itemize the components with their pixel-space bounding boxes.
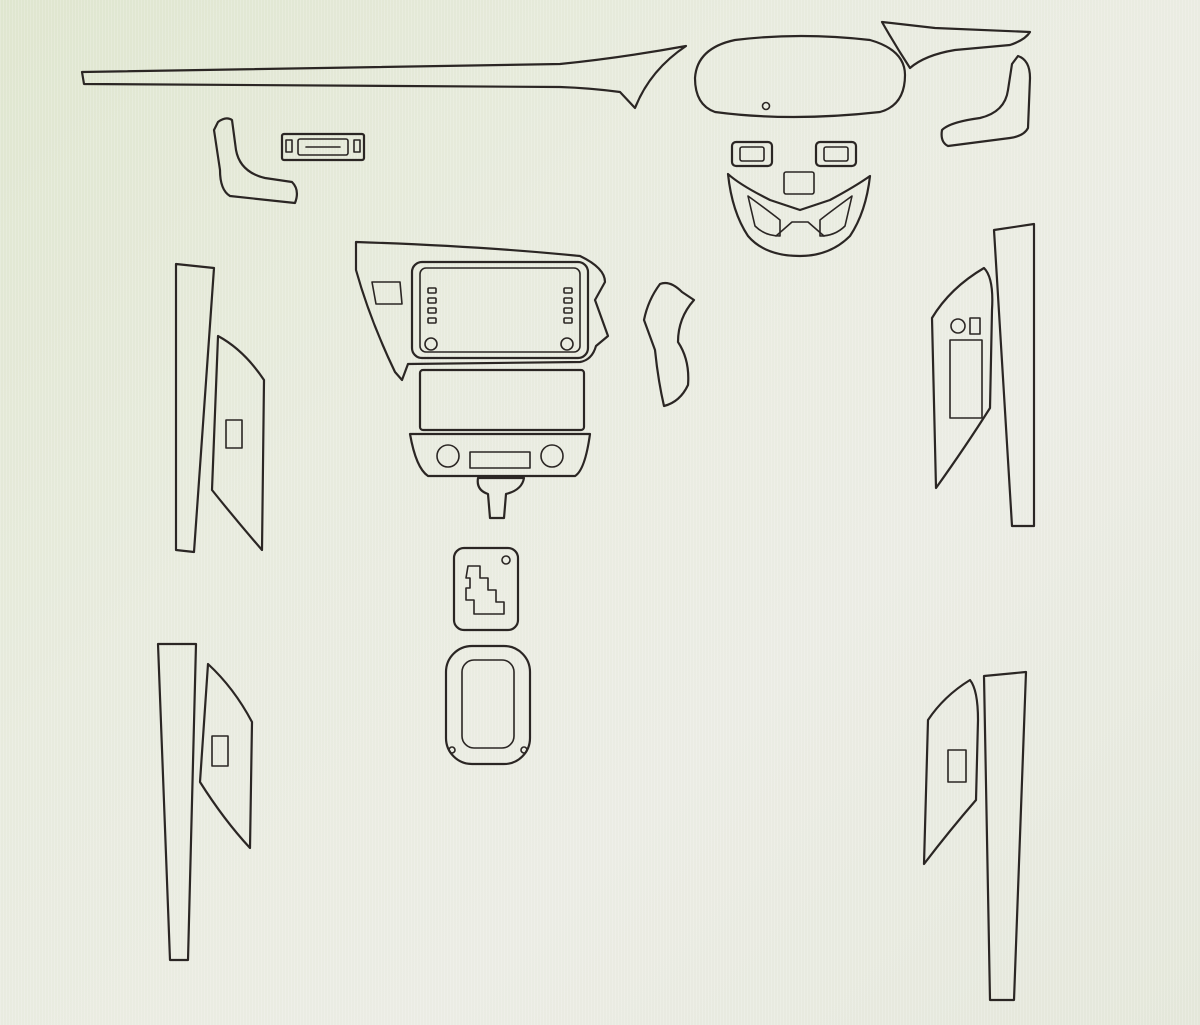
- right-vent-piece: [940, 54, 1032, 148]
- gear-shifter-piece: [452, 546, 520, 632]
- front-right-window-switch-piece: [930, 266, 994, 490]
- front-left-window-switch-piece: [210, 334, 266, 552]
- front-right-door-strip-piece: [992, 222, 1036, 528]
- rear-left-window-switch-piece: [198, 662, 254, 850]
- dashboard-strip-piece: [80, 44, 688, 110]
- steering-lower-spoke-piece: [726, 171, 872, 258]
- instrument-cluster-piece: [693, 34, 907, 119]
- left-knee-trim-piece: [212, 117, 299, 205]
- rear-left-door-strip-piece: [156, 642, 198, 962]
- rear-right-window-switch-piece: [922, 678, 980, 866]
- switch-strip-piece: [280, 132, 366, 162]
- passenger-grab-trim-piece: [642, 281, 696, 408]
- center-console-screen-piece: [354, 240, 610, 382]
- cupholder-frame-piece: [444, 644, 532, 766]
- rear-right-door-strip-piece: [982, 670, 1028, 1002]
- right-dash-corner-piece: [880, 20, 1032, 70]
- console-connector-piece: [476, 476, 526, 520]
- climate-control-piece: [408, 432, 592, 478]
- steering-buttons-piece: [730, 140, 858, 168]
- center-console-middle-piece: [418, 368, 586, 432]
- front-left-door-strip-piece: [174, 262, 216, 554]
